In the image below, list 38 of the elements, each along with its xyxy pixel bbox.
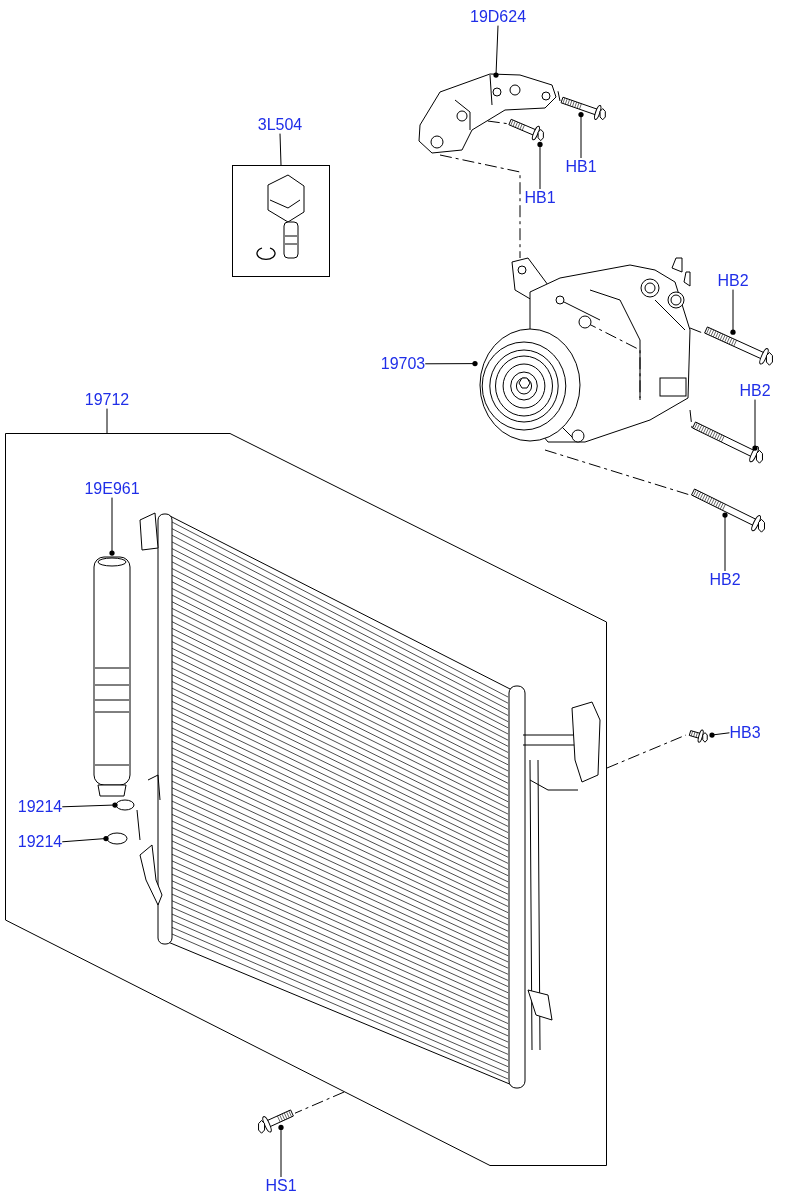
receiver-drier-drawing [92, 553, 132, 798]
leader-line [424, 361, 478, 367]
part-number: 3L504 [257, 116, 303, 134]
leader-line [752, 399, 758, 451]
leader-line [279, 133, 282, 166]
part-number: HB1 [524, 189, 556, 207]
part-number: 19712 [84, 391, 130, 409]
part-number: HB3 [729, 724, 761, 742]
part-number: 19D624 [470, 8, 526, 26]
part-number: HB2 [739, 382, 771, 400]
part-number: 19214 [17, 798, 63, 816]
centerline [294, 1091, 345, 1114]
leader-line [493, 25, 499, 78]
leader-line [709, 732, 730, 738]
part-number: 19E961 [84, 480, 140, 498]
centerline [689, 409, 693, 429]
bracket-drawing [418, 70, 558, 155]
leader-line [722, 512, 728, 572]
leader-line [109, 497, 115, 556]
leader-line [578, 111, 584, 159]
centerline [606, 734, 687, 769]
part-number: HB2 [717, 272, 749, 290]
part-number: HB1 [565, 158, 597, 176]
leader-line [106, 408, 108, 434]
centerline [689, 327, 704, 334]
part-number: 19703 [380, 355, 426, 373]
leader-line [61, 835, 109, 843]
leader-line [537, 141, 543, 190]
leader-line [61, 802, 118, 808]
centerline [544, 449, 691, 496]
part-number: 19214 [17, 833, 63, 851]
leader-line [730, 289, 736, 335]
o-ring-drawing [115, 799, 135, 811]
o-ring-drawing [106, 832, 128, 845]
part-number: HS1 [265, 1177, 297, 1195]
centerline [557, 90, 561, 102]
leader-line [278, 1124, 284, 1178]
part-number: HB2 [709, 571, 741, 589]
